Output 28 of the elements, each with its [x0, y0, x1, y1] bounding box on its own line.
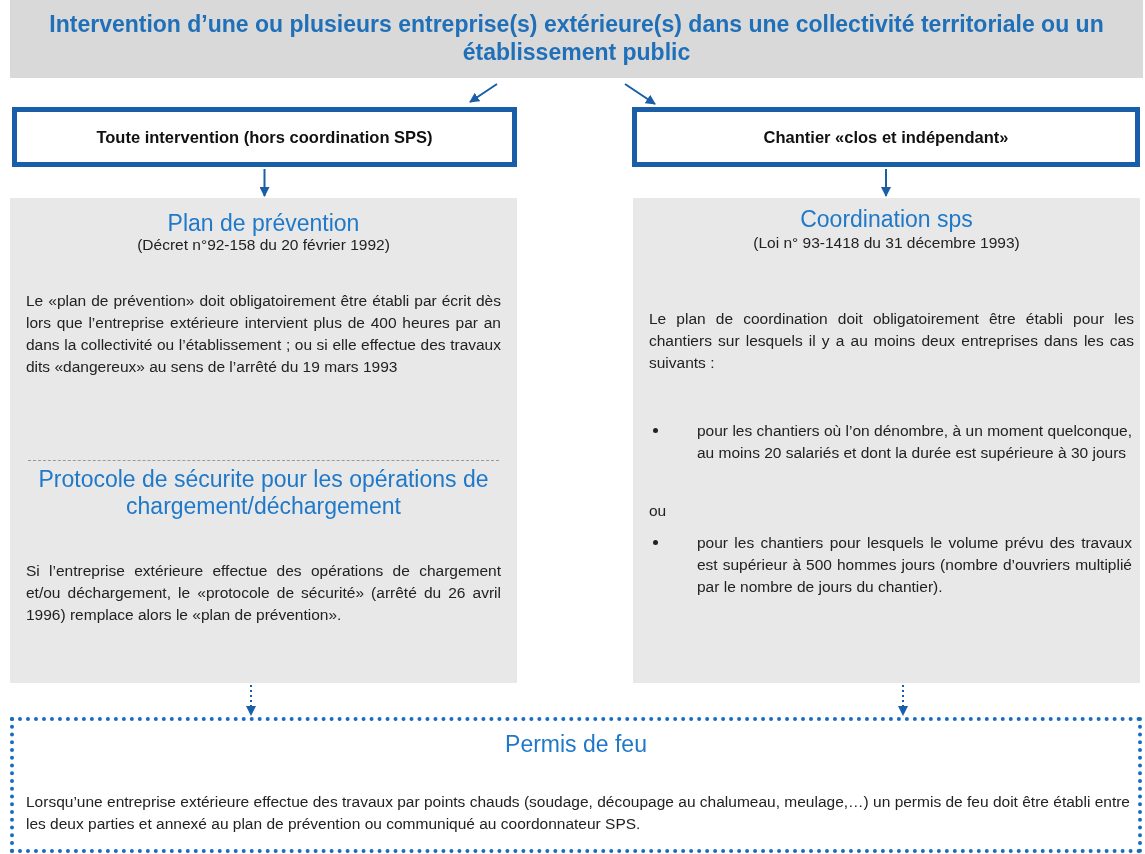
- reference-text: (Loi n° 93-1418 du 31 décembre 1993): [752, 234, 1021, 252]
- paragraph: Si l’entreprise extérieure effectue des opérations de chargement et/ou déchargement, le «protocole de sécurité» (arrêté du 26 avril 1996) remplace alors le «plan de prévention».: [26, 561, 501, 625]
- connector-word: ou: [649, 501, 668, 521]
- title-text: Intervention d’une ou plusieurs entreprise(s) extérieure(s) dans une collectivité territoriale ou un établissement public: [48, 10, 1105, 66]
- panel-heading: Protocole de sécurite pour les opérations de chargement/déchargement: [37, 466, 490, 520]
- arrow: [246, 684, 256, 716]
- title-band: [10, 0, 1143, 78]
- arrow: [898, 684, 908, 716]
- panel-heading: Permis de feu: [504, 731, 648, 758]
- bullet-item: pour les chantiers pour lesquels le volume prévu des travaux est supérieur à 500 hommes jours (nombre d’ouvriers multiplié par le nombre de jours du chantier).: [697, 533, 1132, 597]
- paragraph: Lorsqu’une entreprise extérieure effectue des travaux par points chauds (soudage, découpage au chalumeau, meulage,…) un permis de feu doit être établi entre les deux parties et annexé au plan de prévention ou communiqué au coordonnateur SPS.: [26, 792, 1130, 834]
- arrow: [259, 168, 270, 197]
- arrow: [881, 168, 891, 197]
- panel-heading: Plan de prévention: [166, 210, 361, 237]
- reference-text: (Décret n°92-158 du 20 février 1992): [136, 236, 391, 254]
- category-box: [632, 107, 1140, 167]
- info-panel: [633, 198, 1140, 683]
- info-panel: [10, 198, 517, 683]
- category-label: Chantier «clos et indépendant»: [762, 128, 1010, 147]
- paragraph: Le plan de coordination doit obligatoirement être établi pour les chantiers sur lesquels il y a au moins deux entreprises dans les cas suivants :: [649, 309, 1134, 373]
- category-label: Toute intervention (hors coordination SPS): [95, 128, 434, 147]
- category-box: [12, 107, 517, 167]
- paragraph: Le «plan de prévention» doit obligatoirement être établi par écrit dès lors que l’entreprise extérieure intervient plus de 400 heures par an dans la collectivité ou l’établissement ; ou si elle effectue des travaux dits «dangereux» au sens de l’arrêté du 19 mars 1993: [26, 291, 501, 377]
- arrow: [624, 83, 656, 105]
- bullet-item: pour les chantiers où l’on dénombre, à un moment quelconque, au moins 20 salariés et dont la durée est supérieure à 30 jours: [697, 421, 1132, 463]
- notice-box: [10, 717, 1142, 853]
- panel-heading: Coordination sps: [799, 206, 974, 233]
- arrow: [469, 83, 498, 103]
